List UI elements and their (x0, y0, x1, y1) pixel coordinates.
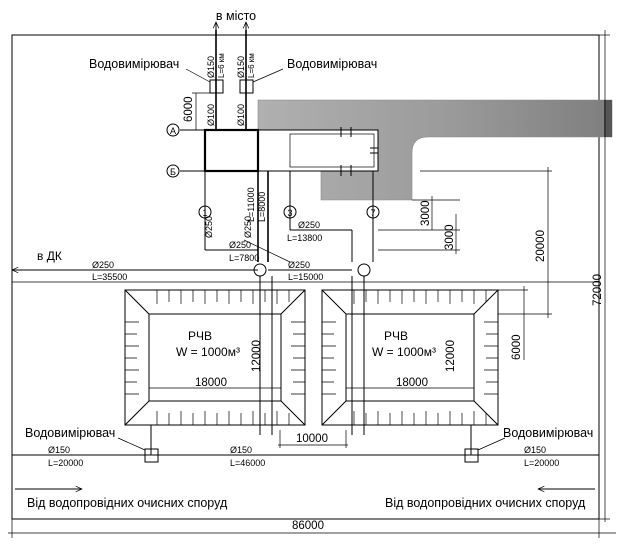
mid-length: L=46000 (230, 458, 265, 468)
reservoir-2 (321, 289, 499, 426)
left-diameter: Ø150 (48, 445, 70, 455)
axis-b-label: Б (170, 167, 176, 177)
road (257, 99, 613, 201)
city-left-diameter: Ø150 (206, 56, 216, 78)
reservoir2-volume: W = 1000м³ (372, 345, 436, 359)
pump-station-annex (257, 129, 379, 172)
vert-left-diameter: Ø100 (206, 104, 216, 126)
dk-length: L=35500 (92, 272, 127, 282)
dim-3000-a-label: 3000 (420, 200, 432, 226)
meter-leader-top-right (252, 68, 284, 83)
to-dk-label: в ДК (37, 249, 62, 263)
reservoir1-length: 18000 (195, 377, 227, 389)
axis-1-label: 1 (202, 208, 207, 218)
pipe2-diameter: Ø250 (243, 216, 253, 238)
pipe3-length: L=13800 (287, 233, 322, 243)
pipe1-length: L=11000 (246, 187, 256, 222)
meter-leader-bottom-left (117, 437, 146, 451)
reservoir1-width: 12000 (251, 340, 263, 372)
pipe2-length: L=8000 (257, 192, 267, 222)
reservoir1-title: РЧВ (188, 329, 212, 343)
bright-diameter: Ø150 (524, 445, 546, 455)
axis-1-marker (198, 205, 212, 219)
pipe4-length: L=7800 (229, 253, 259, 263)
site-boundary (11, 34, 600, 520)
meter-bottom-right-label: Водовимірювач (503, 426, 593, 440)
pump-station-annex-inner (289, 133, 375, 168)
dim-10000-label: 10000 (296, 433, 328, 445)
road-edge (604, 100, 612, 137)
axis-b-marker (166, 164, 180, 178)
axis-a-label: А (170, 126, 176, 136)
bright-length: L=20000 (524, 458, 559, 468)
dim-72000-label: 72000 (592, 274, 604, 306)
water-meter-top-left (209, 79, 224, 94)
city-left-length: L=6 км (217, 53, 226, 78)
pump-station-building (203, 128, 260, 173)
to-city-label: в місто (216, 9, 256, 23)
water-meter-top-right (239, 79, 254, 94)
dim-6000-right-label: 6000 (511, 334, 523, 360)
dim-86000-label: 86000 (292, 520, 324, 532)
from-treatment-left-label: Від водопровідних очисних споруд (27, 496, 228, 510)
meter-top-left-label: Водовимірювач (89, 57, 179, 71)
reservoir2-title: РЧВ (384, 329, 408, 343)
dim-20000-label: 20000 (535, 230, 547, 262)
water-meter-bottom-right (464, 448, 479, 463)
valve-right (357, 263, 371, 277)
meter-top-right-label: Водовимірювач (287, 57, 377, 71)
reservoir1-volume: W = 1000м³ (176, 345, 240, 359)
city-right-length: L=6 км (247, 53, 256, 78)
dim-6000-top-label: 6000 (183, 96, 195, 122)
pipe3-diameter: Ø250 (298, 220, 320, 230)
right-length: L=15000 (288, 272, 323, 282)
left-length: L=20000 (48, 458, 83, 468)
water-meter-bottom-left (144, 448, 159, 463)
city-right-diameter: Ø150 (236, 56, 246, 78)
axis-7-label: 7 (370, 208, 375, 218)
meter-leader-bottom-right (477, 437, 506, 451)
right-diameter: Ø250 (288, 260, 310, 270)
axis-3-label: 3 (287, 208, 292, 218)
pipe1-diameter: Ø250 (204, 216, 214, 238)
axis-7-marker (366, 205, 380, 219)
dim-3000-b-label: 3000 (444, 224, 456, 250)
reservoir2-width: 12000 (445, 340, 457, 372)
mid-diameter: Ø150 (230, 445, 252, 455)
reservoir-1 (124, 289, 306, 426)
vert-right-diameter: Ø100 (236, 104, 246, 126)
axis-3-marker (283, 205, 297, 219)
meter-leader-top-left (185, 68, 211, 83)
axis-a-marker (166, 123, 180, 137)
pipe-diag-connector (243, 239, 291, 263)
pipe4-diameter: Ø250 (229, 240, 251, 250)
dk-diameter: Ø250 (92, 260, 114, 270)
meter-bottom-left-label: Водовимірювач (25, 426, 115, 440)
reservoir2-length: 18000 (396, 377, 428, 389)
from-treatment-right-label: Від водопровідних очисних споруд (385, 496, 586, 510)
